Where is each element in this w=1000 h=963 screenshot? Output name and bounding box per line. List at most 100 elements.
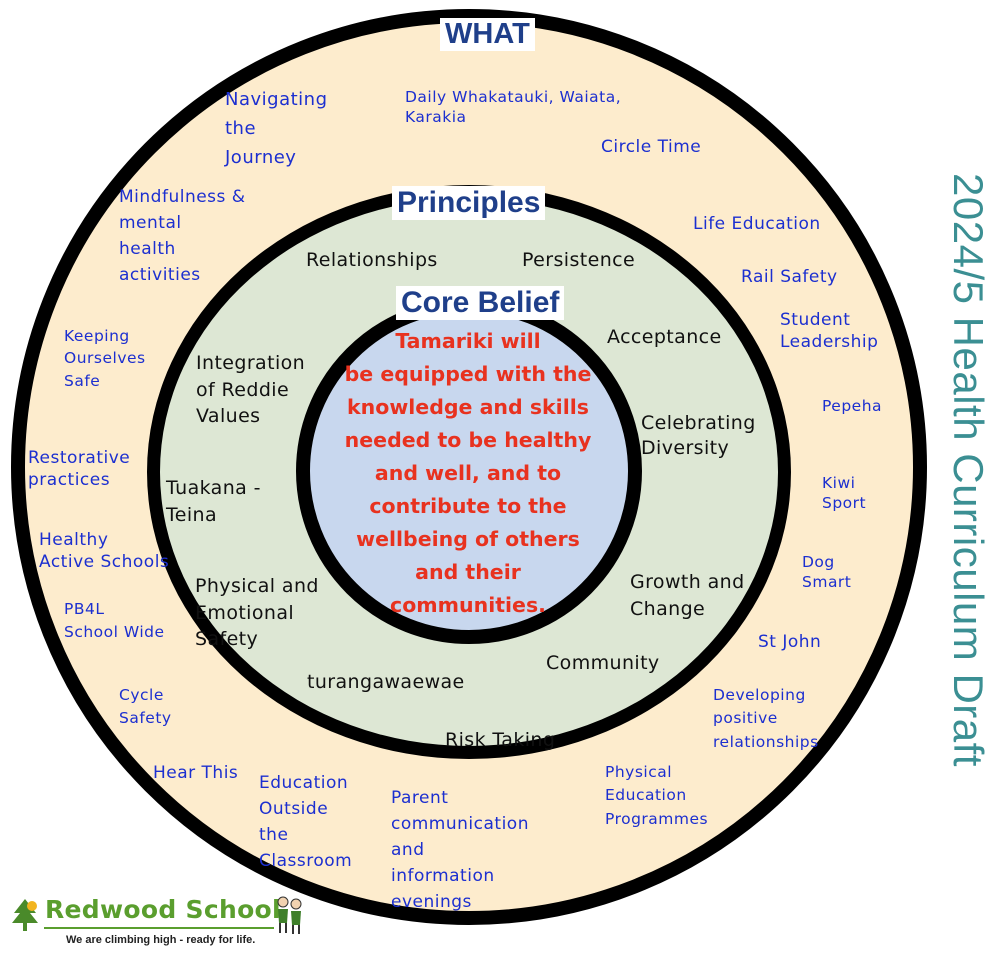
what-item-education-outside-classroom: Education Outside the Classroom — [259, 770, 352, 874]
what-item-rail-safety: Rail Safety — [741, 266, 838, 288]
school-tagline: We are climbing high - ready for life. — [66, 934, 256, 946]
what-item-line: Journey — [225, 146, 297, 168]
core-belief-line: wellbeing of others — [356, 527, 580, 551]
what-item-line: Safe — [64, 371, 101, 390]
what-item-line: Navigating — [225, 89, 328, 110]
what-item-line: health — [119, 239, 176, 259]
what-item-daily-whakatauki: Daily Whakatauki, Waiata, Karakia — [405, 87, 621, 127]
principle-line: Integration — [196, 352, 306, 374]
principle-line: Acceptance — [607, 326, 722, 348]
what-item-line: Healthy — [39, 530, 109, 550]
what-item-life-education: Life Education — [693, 213, 821, 235]
what-item-line: PB4L — [64, 600, 105, 618]
side-title: 2024/5 Health Curriculum Draft — [945, 173, 992, 767]
what-item-line: Leadership — [780, 332, 879, 353]
what-item-line: School Wide — [64, 623, 165, 642]
principle-turangawaewae: turangawaewae — [307, 670, 465, 695]
principle-line: Community — [546, 652, 660, 674]
what-item-line: Programmes — [605, 809, 709, 828]
what-item-line: Sport — [822, 494, 867, 513]
what-item-mindfulness: Mindfulness & mental health activities — [119, 184, 246, 288]
core-belief-line: Tamariki will — [395, 329, 541, 353]
what-item-line: Cycle — [119, 686, 164, 704]
principles-label: Principles — [392, 186, 546, 220]
principle-line: Celebrating — [641, 412, 756, 434]
what-item-line: Hear This — [153, 763, 239, 783]
what-item-line: Safety — [119, 709, 172, 728]
principle-line: Persistence — [522, 249, 636, 271]
what-item-line: Parent — [391, 788, 449, 808]
what-item-line: the — [259, 825, 289, 845]
logo-underline — [44, 927, 274, 929]
what-item-kiwi-sport: Kiwi Sport — [822, 473, 866, 513]
what-item-line: activities — [119, 265, 201, 285]
core-belief-line: communities. — [390, 593, 546, 617]
principle-line: Diversity — [641, 436, 730, 459]
what-item-line: Student — [780, 310, 851, 330]
principle-line: Relationships — [306, 249, 438, 271]
what-item-line: Restorative — [28, 448, 131, 468]
what-item-line: Classroom — [259, 851, 353, 871]
principle-physical-emotional-safety: Physical and Emotional Safety — [195, 573, 319, 653]
what-item-dog-smart: Dog Smart — [802, 552, 851, 592]
principle-line: of Reddie — [196, 378, 290, 401]
school-logo: Redwood School We are climbing high - re… — [10, 895, 310, 955]
what-item-line: Education — [605, 786, 687, 805]
principle-tuakana-teina: Tuakana - Teina — [166, 475, 261, 528]
what-item-line: St John — [758, 632, 822, 652]
what-item-restorative-practices: Restorative practices — [28, 447, 130, 491]
principle-integration-reddie-values: Integration of Reddie Values — [196, 350, 305, 430]
what-item-navigating-the-journey: Navigating the Journey — [225, 86, 328, 172]
what-item-line: Outside — [259, 799, 329, 819]
what-item-line: and — [391, 840, 425, 860]
what-item-line: Mindfulness & — [119, 187, 246, 207]
what-item-parent-communication: Parent communication and information eve… — [391, 785, 529, 915]
principle-community: Community — [546, 651, 660, 676]
principle-line: Emotional — [195, 601, 295, 624]
principle-line: Change — [630, 597, 706, 620]
core-belief-line: and their — [415, 560, 521, 584]
what-item-line: positive — [713, 709, 778, 728]
what-item-circle-time: Circle Time — [601, 136, 701, 158]
what-item-student-leadership: Student Leadership — [780, 309, 878, 353]
what-item-line: communication — [391, 814, 529, 834]
principle-line: Teina — [166, 503, 218, 526]
what-label: WHAT — [440, 18, 535, 51]
what-item-pb4l: PB4L School Wide — [64, 598, 165, 645]
what-item-cycle-safety: Cycle Safety — [119, 684, 172, 731]
what-item-line: Physical — [605, 763, 673, 781]
what-item-line: practices — [28, 470, 111, 491]
principle-relationships: Relationships — [306, 248, 438, 273]
what-item-line: Karakia — [405, 108, 467, 127]
tree-icon — [12, 899, 38, 931]
what-item-pepeha: Pepeha — [822, 396, 882, 416]
core-belief-line: be equipped with the — [344, 362, 592, 386]
core-belief-label: Core Belief — [396, 286, 565, 320]
core-belief-line: contribute to the — [369, 494, 567, 518]
what-item-line: Kiwi — [822, 474, 856, 492]
what-item-line: Circle Time — [601, 137, 702, 157]
what-item-line: Dog — [802, 553, 835, 571]
what-item-line: Keeping — [64, 327, 130, 345]
principle-line: Safety — [195, 628, 259, 651]
school-name: Redwood School — [45, 895, 281, 924]
what-item-developing-positive-relationships: Developing positive relationships — [713, 684, 819, 754]
what-item-hear-this: Hear This — [153, 762, 238, 784]
principle-celebrating-diversity: Celebrating Diversity — [641, 411, 756, 460]
core-belief-line: needed to be healthy — [344, 428, 592, 452]
principle-line: Values — [196, 405, 261, 428]
what-item-keeping-ourselves-safe: Keeping Ourselves Safe — [64, 325, 146, 392]
what-item-healthy-active-schools: Healthy Active Schools — [39, 529, 169, 573]
what-item-line: Ourselves — [64, 349, 146, 368]
core-belief-line: and well, and to — [374, 461, 562, 485]
what-item-line: the — [225, 117, 257, 139]
what-item-line: Education — [259, 773, 349, 793]
what-item-line: Smart — [802, 573, 852, 592]
what-item-line: Pepeha — [822, 397, 883, 415]
principle-acceptance: Acceptance — [607, 325, 722, 350]
principle-persistence: Persistence — [522, 248, 635, 273]
principle-line: Physical and — [195, 575, 319, 597]
principle-line: turangawaewae — [307, 671, 465, 693]
what-item-line: relationships — [713, 732, 819, 751]
what-item-line: Active Schools — [39, 552, 170, 573]
